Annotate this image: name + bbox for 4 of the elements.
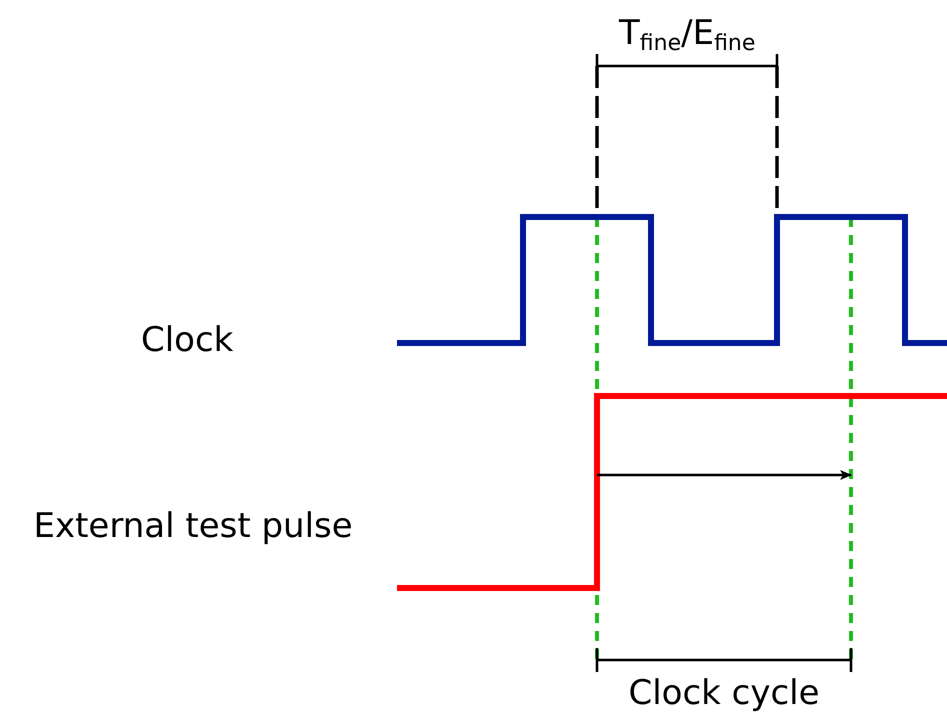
signal-label: Clock <box>141 323 234 357</box>
signal-label: External test pulse <box>34 509 353 543</box>
dimension-label: Clock cycle <box>628 676 820 710</box>
dimension-label: T$_{fine}$/E$_{fine}$ <box>619 16 756 55</box>
